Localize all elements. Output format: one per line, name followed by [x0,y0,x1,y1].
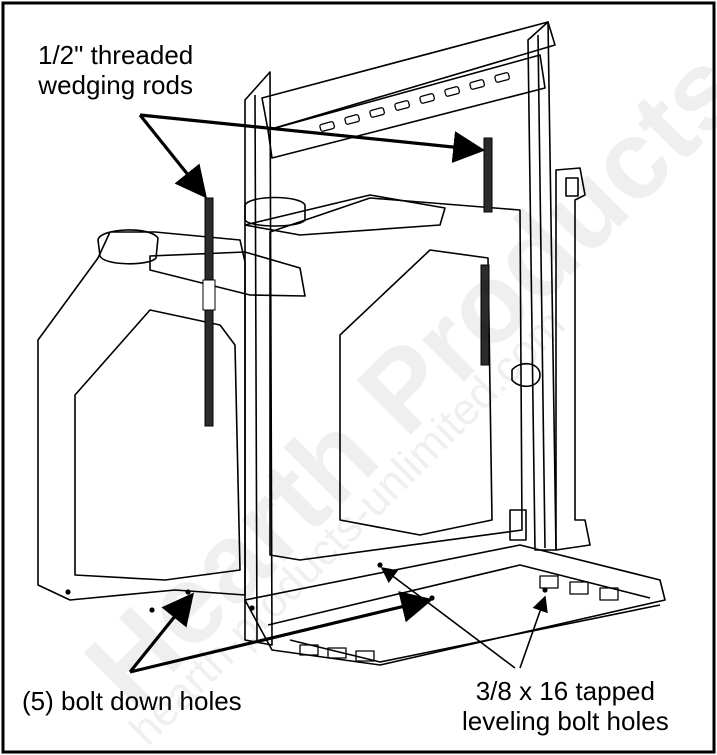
rods-label-line2: wedging rods [38,70,193,100]
leveling-label-line1: 3/8 x 16 tapped [475,676,655,706]
level-arrow-right [519,595,548,669]
threaded-rods [202,137,493,427]
level-arrow-left [380,567,516,669]
top-crossbar-lower [267,54,546,159]
top-crossbar [261,21,556,131]
callout-arrows [128,113,486,674]
right-flue-collar [244,196,306,227]
base-rail-inner [267,564,651,626]
rod-arrow-right [139,113,486,163]
rods-label: 1/2" threaded wedging rods [38,40,193,100]
bolt-arrow-left [128,592,195,674]
base-rail-front [244,544,666,666]
right-rod-upper [483,137,493,213]
right-upright-edge [537,34,546,549]
left-front-upright [244,71,273,646]
left-top-flange [149,251,306,297]
fireplace-frame [37,21,666,666]
bolt-arrow-right [129,591,434,674]
right-top-flange [244,194,446,236]
left-panel-opening [74,309,241,581]
left-rod-coupler [202,279,216,311]
base-rail-lower [289,604,661,663]
left-upright-edge [254,94,258,641]
right-upper-clip [565,177,579,197]
right-side-bracket [555,167,591,551]
rod-arrow-left [138,113,208,199]
right-firebox [269,197,523,561]
bolt-down-label: (5) bolt down holes [22,686,242,716]
right-firebox-opening [339,249,493,536]
left-rod [204,197,214,427]
leveling-arrows [380,567,548,669]
base-slots [299,575,619,662]
bolt-down-label-text: (5) bolt down holes [22,686,242,716]
leveling-label-line2: leveling bolt holes [462,706,669,736]
crossbar-slots [319,72,510,132]
left-flue-collar [97,229,159,265]
rods-label-line1: 1/2" threaded [38,40,194,70]
right-handle [511,362,541,388]
leveling-label: 3/8 x 16 tapped leveling bolt holes [462,676,669,736]
right-lower-clip [509,509,527,541]
right-rod-lower [480,264,490,366]
